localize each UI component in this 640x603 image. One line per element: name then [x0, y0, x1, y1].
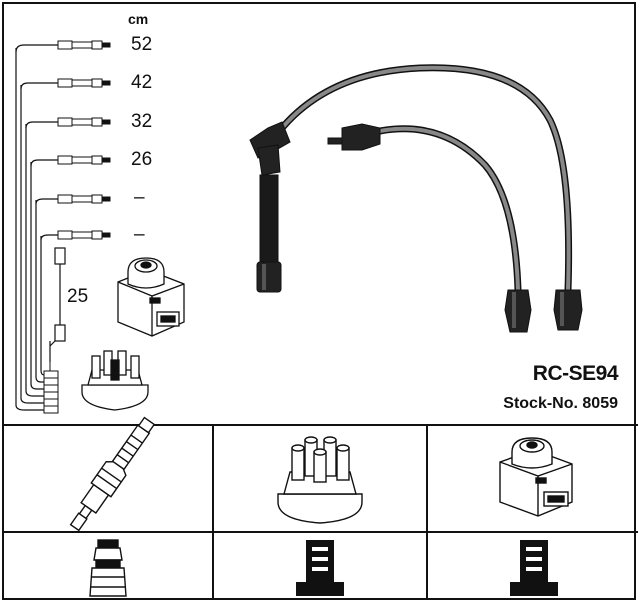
divider-row	[2, 531, 638, 533]
length-label-1: 52	[131, 34, 153, 55]
spark-plug-icon	[69, 416, 156, 532]
length-label-5: –	[134, 187, 145, 208]
length-label-4: 26	[131, 149, 153, 170]
divider-col-2	[426, 424, 428, 600]
connector-row-4	[57, 155, 111, 165]
lead-bundle	[15, 44, 58, 411]
ignition-wire-short	[327, 123, 532, 333]
connector-row-3	[57, 117, 111, 127]
length-unit: cm	[128, 11, 149, 27]
connector-row-6	[57, 230, 111, 240]
length-label-6: –	[134, 224, 145, 245]
product-code: RC-SE94	[532, 362, 619, 385]
plug-boot-icon	[89, 539, 127, 597]
ignition-wire-long	[249, 64, 583, 331]
stock-number: Stock-No. 8059	[503, 395, 618, 412]
connector-row-1	[57, 40, 111, 50]
terminal-stack	[43, 362, 59, 414]
distributor-cap-icon	[277, 436, 363, 524]
coil-lead-length: 25	[67, 286, 89, 307]
lead-connectors	[57, 40, 111, 240]
connector-row-2	[57, 78, 111, 88]
ignition-coil-icon	[499, 437, 573, 517]
ignition-coil-drawing	[117, 257, 185, 337]
distributor-cap-drawing	[81, 350, 149, 411]
coil-terminal-icon	[510, 540, 558, 596]
coil-lead	[49, 247, 66, 362]
divider-col-1	[212, 424, 214, 600]
length-label-3: 32	[131, 111, 153, 132]
connector-row-5	[57, 194, 111, 204]
cap-terminal-icon	[296, 540, 344, 596]
divider-main	[2, 424, 638, 426]
length-label-2: 42	[131, 72, 153, 93]
